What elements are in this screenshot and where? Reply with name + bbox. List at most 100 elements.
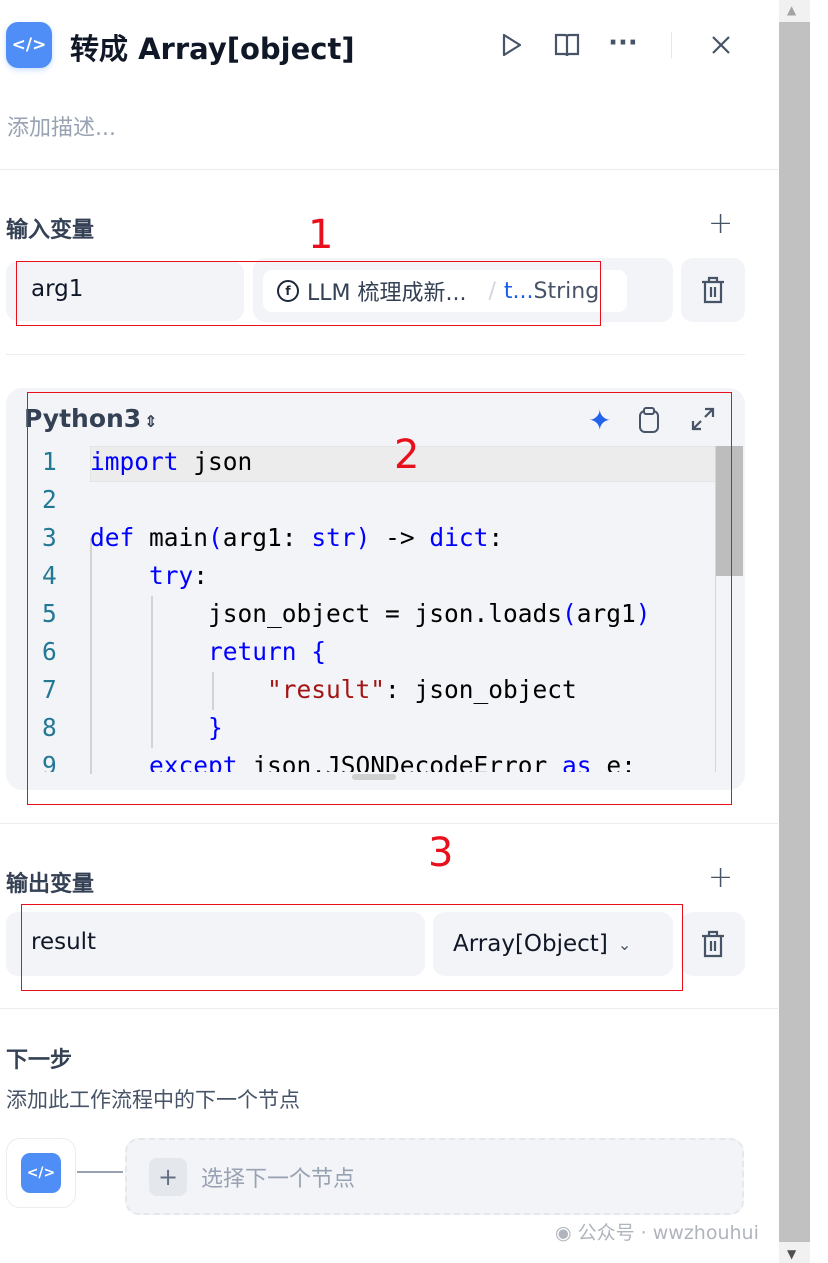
chevron-down-icon: ⌄ [617,934,632,954]
add-input-button[interactable]: + [708,206,734,241]
book-icon[interactable] [550,28,584,62]
code-text: except json.JSONDecodeError as e: [90,751,636,772]
language-label: Python3 [24,404,142,433]
next-step-subtitle: 添加此工作流程中的下一个节点 [6,1088,300,1112]
code-token: import [90,447,179,476]
header-divider [671,32,672,58]
code-token: as [562,751,592,772]
code-node-icon: </> [21,1153,61,1193]
source-var-name: t... [503,278,534,304]
separator: / [488,278,496,304]
code-token: arg1: [222,523,312,552]
code-token: main [134,523,209,552]
code-token: : json_object [385,675,577,704]
line-number: 6 [42,637,57,666]
trash-icon [702,930,724,958]
output-type-select[interactable]: Array[Object] ⌄ [433,912,673,976]
code-token: except [149,751,238,772]
divider [0,823,778,824]
trash-icon [702,276,724,304]
code-token: dict [429,523,489,552]
node-title[interactable]: 转成 Array[object] [70,32,355,66]
watermark-text: 公众号 · wwzhouhui [577,1222,759,1244]
code-token: ( [208,523,223,552]
annotation-box-1 [16,261,601,326]
description-input[interactable]: 添加描述... [7,116,116,141]
code-token: ) [355,523,371,552]
divider [0,1008,778,1009]
source-var-type: String [533,278,600,304]
indent-guide [90,538,92,774]
code-token: return [208,637,297,666]
source-chip[interactable]: f LLM 梳理成新... / t... String [263,270,627,312]
code-token: str [311,523,356,552]
line-number: 5 [42,599,57,628]
current-line-highlight [90,446,730,482]
code-token: } [208,713,223,742]
code-text: try: [90,561,208,590]
chevron-updown-icon: ⇕ [144,412,158,431]
input-variables-title: 输入变量 [6,218,95,243]
code-text: } [90,713,223,742]
watermark: ◉ 公众号 · wwzhouhui [555,1222,759,1244]
language-selector[interactable]: Python3⇕ [24,404,158,433]
page-scrollbar[interactable]: ▲ ▼ [779,0,810,1263]
delete-input-button[interactable] [681,258,745,322]
play-icon[interactable] [495,28,529,62]
code-text: return { [90,637,326,666]
current-node: </> [6,1138,76,1208]
line-number: 8 [42,713,57,742]
annotation-label-3: 3 [428,830,454,876]
line-number: 7 [42,675,57,704]
code-token: json_object = json.loads [90,599,563,628]
code-token: { [311,637,327,666]
code-token: def [90,523,135,552]
scrollbar-thumb[interactable] [779,22,810,1242]
more-icon[interactable]: ··· [608,28,638,58]
code-token: e: [591,751,636,772]
code-token: ) [635,599,651,628]
source-node-name: LLM 梳理成新... [307,281,467,306]
input-var-name-field[interactable]: arg1 [6,261,244,321]
scroll-down-arrow-icon[interactable]: ▼ [787,1247,797,1261]
code-text: "result": json_object [90,675,577,704]
annotation-box-2 [27,392,732,805]
annotation-label-2: 2 [394,432,420,478]
code-token: json.JSONDecodeError [237,751,563,772]
output-var-name-field[interactable]: result [6,912,425,976]
line-number: 9 [42,751,57,772]
indent-guide [151,596,153,748]
var-name-text: result [31,929,97,955]
close-icon[interactable] [704,28,738,62]
add-output-button[interactable]: + [708,860,734,895]
delete-output-button[interactable] [681,912,745,976]
type-value: Array[Object] [453,931,608,957]
line-number: 4 [42,561,57,590]
connector-line [77,1171,123,1173]
output-variables-title: 输出变量 [6,872,95,897]
code-token: -> [370,523,430,552]
code-token: "result" [267,675,386,704]
plus-icon: + [149,1157,187,1196]
code-token: : [488,523,504,552]
next-step-title: 下一步 [6,1048,73,1073]
ai-sparkle-icon[interactable]: ✦ [588,404,612,437]
input-var-source-selector[interactable]: f LLM 梳理成新... / t... String [253,258,673,322]
scroll-up-arrow-icon[interactable]: ▲ [787,3,797,17]
code-text: def main(arg1: str) -> dict: [90,523,503,552]
horizontal-scrollbar[interactable] [352,774,396,780]
code-token: json [178,447,253,476]
select-next-node-label: 选择下一个节点 [201,1166,356,1192]
code-text: import json [90,447,252,476]
var-name-text: arg1 [31,276,84,302]
code-token: try [149,561,194,590]
expand-icon[interactable] [690,406,716,436]
copy-icon[interactable] [638,406,660,438]
annotation-box-3 [21,904,683,991]
line-number: 2 [42,485,57,514]
llm-node-icon: f [277,280,299,302]
code-scrollbar[interactable] [716,446,743,576]
select-next-node-button[interactable]: + 选择下一个节点 [125,1138,744,1215]
